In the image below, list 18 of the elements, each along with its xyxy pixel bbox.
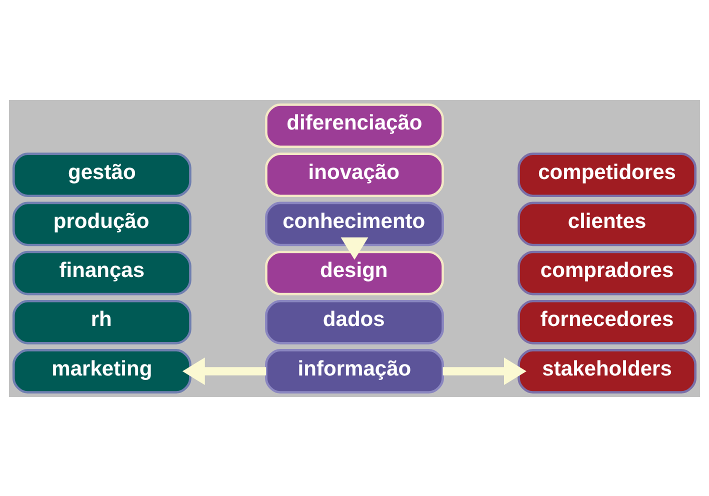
node-box: compradores (518, 250, 697, 295)
arrow (340, 236, 368, 260)
node-box: clientes (518, 201, 697, 246)
node-box: rh (12, 299, 192, 344)
node-box: stakeholders (518, 348, 697, 393)
node-box: inovação (265, 152, 444, 197)
node-box: dados (265, 299, 444, 344)
node-box: fornecedores (518, 299, 697, 344)
node-box: gestão (12, 152, 192, 197)
node-box: competidores (518, 152, 697, 197)
node-box: finanças (12, 250, 192, 295)
node-box: informação (265, 348, 444, 393)
arrow (182, 357, 266, 385)
node-box: produção (12, 201, 192, 246)
node-box: marketing (12, 348, 192, 393)
arrow (442, 357, 526, 385)
node-box: diferenciação (265, 103, 444, 148)
node-box: design (265, 250, 444, 295)
